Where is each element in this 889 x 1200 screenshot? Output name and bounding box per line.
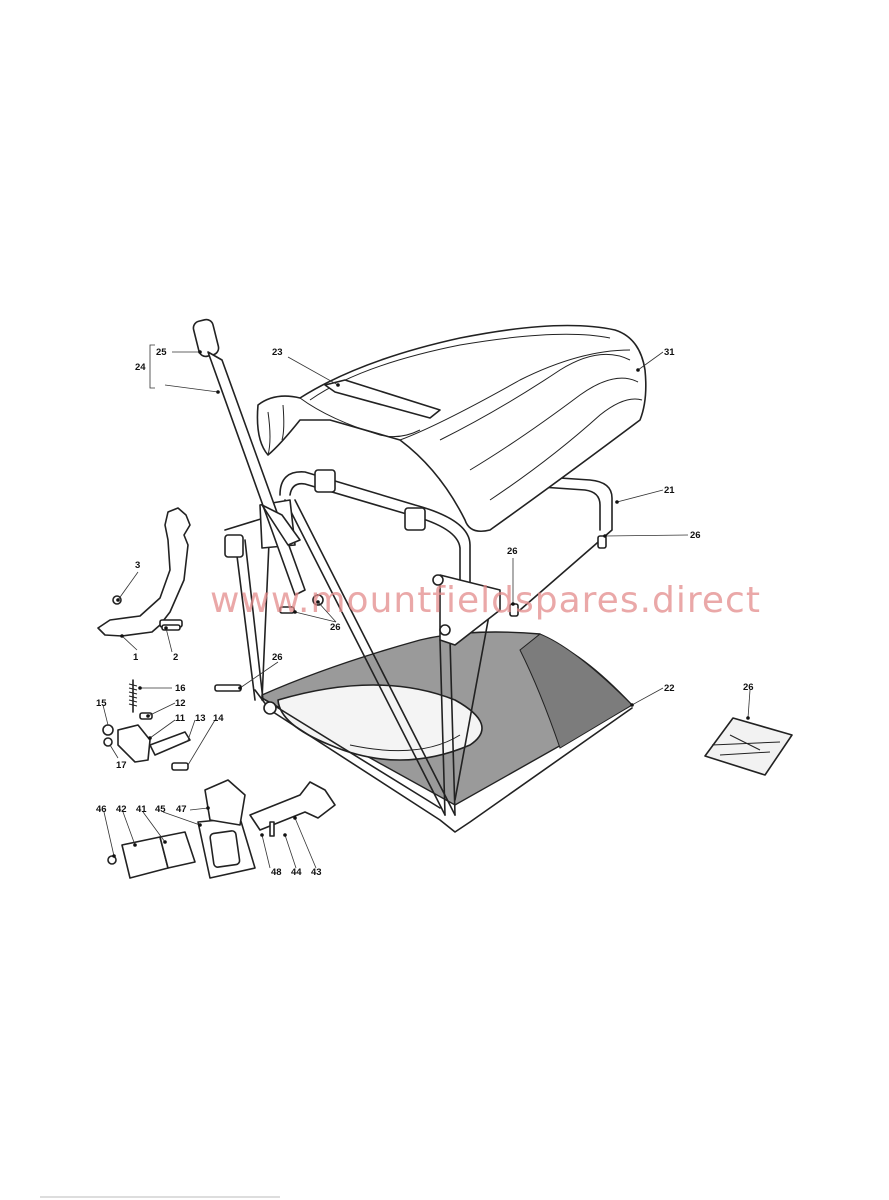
callout-24: 24 <box>135 362 146 373</box>
callout-2: 2 <box>173 652 178 663</box>
callout-31: 31 <box>664 347 675 358</box>
watermark-text: www.mountfieldspares.direct <box>210 580 761 621</box>
callout-labels: 25 24 23 31 21 26 26 26 26 26 3 1 2 16 1… <box>96 347 754 878</box>
callout-14: 14 <box>213 713 224 724</box>
callout-12: 12 <box>175 698 186 709</box>
callout-41: 41 <box>136 804 147 815</box>
callout-11: 11 <box>175 713 186 724</box>
latch-assembly-parts <box>107 779 336 879</box>
callout-26: 26 <box>272 652 283 663</box>
callout-1: 1 <box>133 652 139 663</box>
leader-dots <box>112 350 750 858</box>
callout-42: 42 <box>116 804 127 815</box>
collector-frame <box>224 469 633 833</box>
grass-collector-bag <box>261 631 634 806</box>
callout-21: 21 <box>664 485 675 496</box>
callout-22: 22 <box>664 683 675 694</box>
callout-43: 43 <box>311 867 322 878</box>
side-bracket <box>97 507 191 637</box>
collector-lid <box>256 324 647 533</box>
page-footer-rule <box>40 1196 280 1198</box>
callout-46: 46 <box>96 804 107 815</box>
hardware-bag <box>704 717 793 776</box>
lift-lever <box>192 318 306 596</box>
callout-16: 16 <box>175 683 186 694</box>
callout-13: 13 <box>195 713 206 724</box>
callout-26: 26 <box>330 622 341 633</box>
callout-17: 17 <box>116 760 127 771</box>
callout-45: 45 <box>155 804 166 815</box>
callout-26: 26 <box>743 682 754 693</box>
callout-23: 23 <box>272 347 283 358</box>
callout-26: 26 <box>507 546 518 557</box>
callout-44: 44 <box>291 867 302 878</box>
loose-screws <box>112 535 607 692</box>
callout-15: 15 <box>96 698 107 709</box>
leader-lines <box>102 344 751 869</box>
callout-48: 48 <box>271 867 282 878</box>
callout-25: 25 <box>156 347 167 358</box>
callout-47: 47 <box>176 804 187 815</box>
callout-3: 3 <box>135 560 140 571</box>
callout-26: 26 <box>690 530 701 541</box>
latch-linkage-parts <box>102 679 191 771</box>
